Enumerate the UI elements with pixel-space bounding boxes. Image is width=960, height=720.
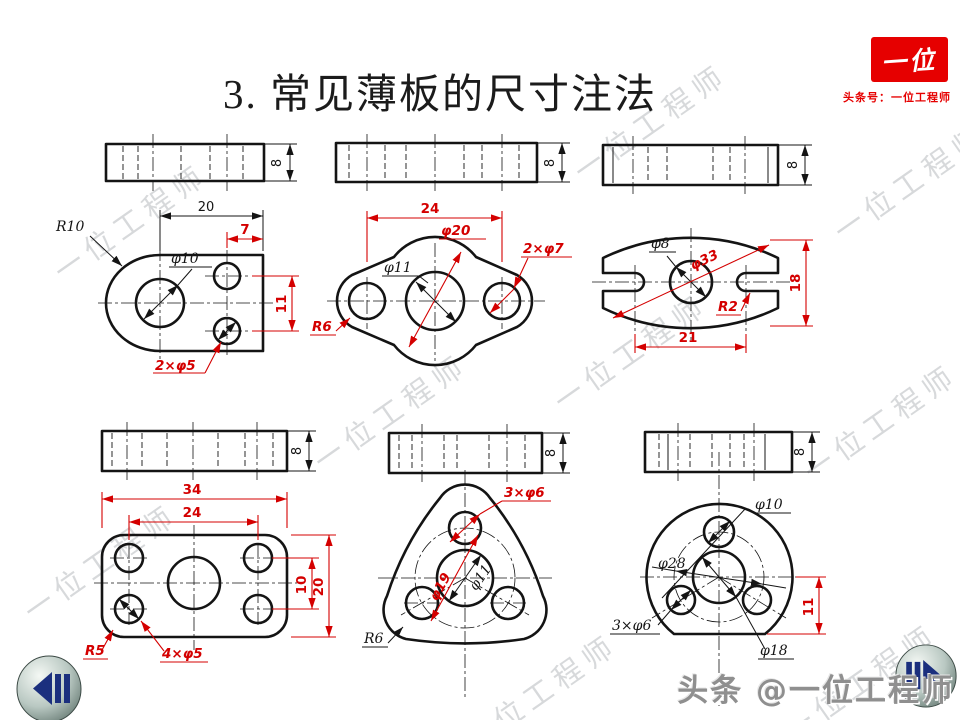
next-icon xyxy=(906,660,942,692)
drawing-rounded-rect-plate: 8 34 24 10 20 R5 4×φ5 xyxy=(83,422,336,663)
brand-logo-text: 一位 xyxy=(880,44,939,78)
page-title: 3. 常见薄板的尺寸注法 xyxy=(223,71,657,117)
center-hole-label: φ8 xyxy=(651,236,670,252)
thickness-dim: 8 xyxy=(793,448,808,456)
footer-credit: 头条 @一位工程师 xyxy=(677,673,954,709)
width-dim: 20 xyxy=(198,200,215,215)
spacing-dim: 11 xyxy=(274,295,290,314)
radius-label: R10 xyxy=(55,219,84,235)
width-dim: 24 xyxy=(421,201,440,217)
previous-icon xyxy=(33,672,70,705)
thickness-dim: 8 xyxy=(543,159,558,167)
radius-label: R5 xyxy=(85,643,105,659)
height-dim: 18 xyxy=(788,274,804,293)
width-dim: 34 xyxy=(183,482,202,498)
radius-label: R6 xyxy=(312,319,332,335)
width-dim: 21 xyxy=(679,330,698,346)
thickness-dim: 8 xyxy=(290,447,305,455)
center-hole-label: φ10 xyxy=(171,251,199,267)
radius-label: R2 xyxy=(718,299,738,315)
holes-label: 3×φ6 xyxy=(612,618,651,634)
radius-label: R6 xyxy=(363,631,384,647)
offset-dim: 7 xyxy=(240,222,249,238)
holes-label: 2×φ5 xyxy=(155,358,196,374)
boss-label: φ20 xyxy=(441,223,470,239)
drawing-circular-flat-plate: 8 φ10 φ28 3×φ6 φ18 11 xyxy=(610,423,826,706)
prev-slide-button[interactable] xyxy=(15,655,83,720)
brand-caption: 头条号：一位工程师 xyxy=(843,91,951,104)
thickness-dim: 8 xyxy=(270,159,285,167)
height-dim: 11 xyxy=(801,598,817,617)
thickness-dim: 8 xyxy=(544,449,559,457)
top-hole-label: φ10 xyxy=(755,497,783,513)
height-dim: 20 xyxy=(311,578,327,597)
brand-logo: 一位 xyxy=(871,37,948,82)
next-slide-button[interactable] xyxy=(894,644,960,712)
holes-label: 2×φ7 xyxy=(523,241,564,257)
bolt-circle-label: φ28 xyxy=(658,556,686,572)
drawing-triangular-plate: 8 3×φ6 φ19 φ11 R6 xyxy=(362,424,570,697)
center-hole-label: φ11 xyxy=(384,260,412,276)
drawing-rounded-end-plate: 8 20 7 11 R10 φ10 2×φ5 xyxy=(55,134,299,374)
holes-label: 4×φ5 xyxy=(161,646,203,662)
drawing-slotted-plate: 8 φ8 φ33 R2 18 21 xyxy=(592,136,813,353)
holes-label: 3×φ6 xyxy=(504,485,545,501)
thickness-dim: 8 xyxy=(786,161,801,169)
row-spacing-dim: 10 xyxy=(294,576,310,595)
center-hole-label: φ18 xyxy=(760,643,788,659)
hole-span-dim: 24 xyxy=(183,505,202,521)
drawing-oval-lug-plate: 8 24 φ20 φ11 2×φ7 R6 xyxy=(310,134,572,367)
